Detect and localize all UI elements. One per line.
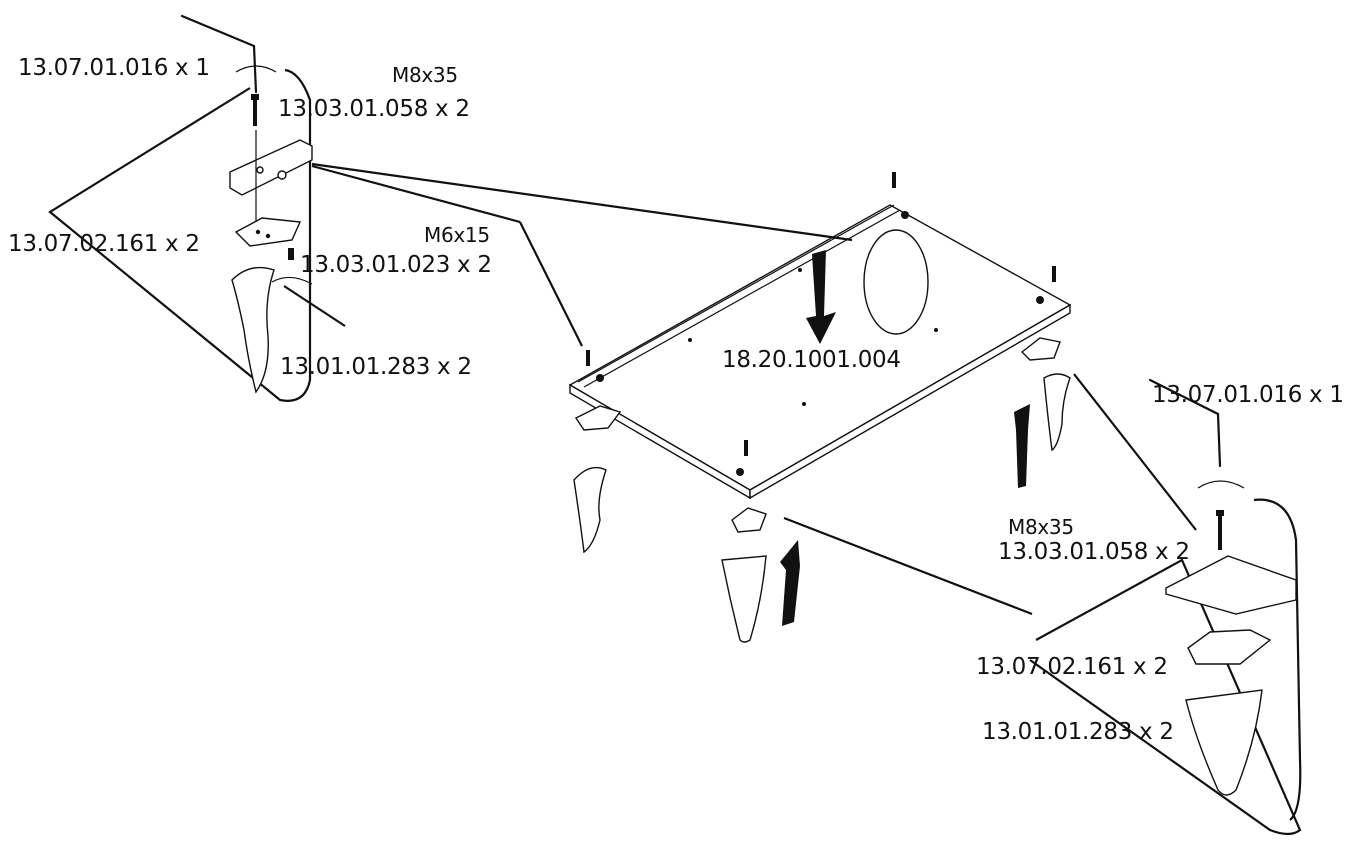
allen-key-2-icon [283, 285, 346, 327]
label-plate-top-left: 13.07.02.161 x 2 [8, 231, 200, 257]
detail-callout-bottom-right [1029, 378, 1302, 836]
tapered-leg-br [1185, 689, 1263, 796]
label-small-screw: 13.03.01.023 x 2 [300, 252, 492, 278]
label-screw-spec-top-left: M8x35 [392, 63, 458, 87]
callout-outline [48, 68, 312, 402]
detail-bubble [863, 229, 929, 335]
table-corner-part [229, 139, 313, 196]
arrow-up-right-icon [1014, 404, 1030, 488]
detail-callout-top-left [48, 14, 346, 402]
label-screw-top-left: 13.03.01.058 x 2 [278, 96, 470, 122]
table-top-assembly [311, 162, 1197, 643]
leg-front-left [573, 466, 607, 554]
cabriole-leg [231, 266, 275, 394]
label-screw-spec-bottom-right: M8x35 [1008, 515, 1074, 539]
screw-m8x35 [253, 100, 257, 126]
mount-plate [234, 217, 302, 247]
label-leg-bottom-right: 13.01.01.283 x 2 [982, 719, 1174, 745]
mount-plate-front [731, 507, 767, 533]
table-corner-br [1165, 555, 1297, 615]
arrow-up-front-icon [780, 540, 800, 626]
allen-key-icon [180, 14, 258, 94]
allen-key-br-icon [1148, 378, 1222, 468]
rotation-arrow-icon [235, 65, 277, 73]
label-allen-key-top-left: 13.07.01.016 x 1 [18, 55, 210, 81]
label-leg-top-left: 13.01.01.283 x 2 [280, 354, 472, 380]
mount-plate-br [1187, 629, 1272, 665]
label-center-board: 18.20.1001.004 [722, 347, 901, 373]
screw-m6x15 [288, 248, 294, 260]
label-small-screw-spec: M6x15 [424, 223, 490, 247]
tapered-leg [721, 555, 767, 643]
label-plate-bottom-right: 13.07.02.161 x 2 [976, 654, 1168, 680]
leg-right [1043, 373, 1071, 452]
arrow-down-icon [806, 250, 836, 344]
label-allen-key-bottom-right: 13.07.01.016 x 1 [1152, 382, 1344, 408]
label-screw-bottom-right: 13.03.01.058 x 2 [998, 539, 1190, 565]
